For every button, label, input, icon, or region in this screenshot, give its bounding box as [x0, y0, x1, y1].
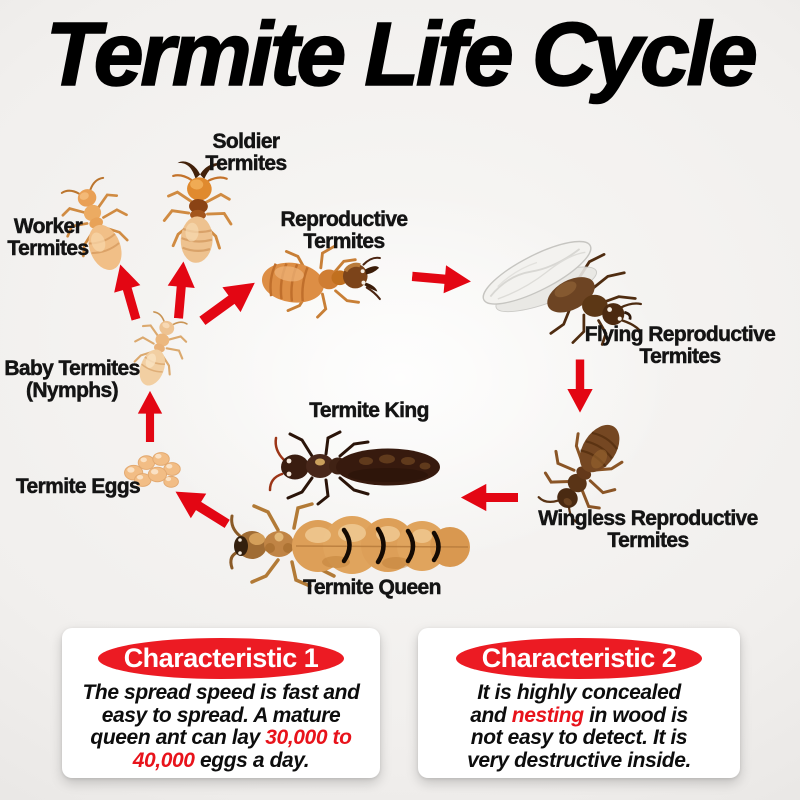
flying-reproductive-termites-label: Flying Reproductive Termites [584, 323, 777, 369]
worker-termites-label: Worker Termites [7, 215, 89, 261]
arrow-queen-to-eggs-icon [166, 477, 236, 538]
termite-queen-label: Termite Queen [303, 576, 442, 599]
flying-reproductive-termite-illustration [467, 225, 653, 349]
termite-eggs-illustration [119, 447, 183, 491]
termite-king-label: Termite King [309, 399, 430, 422]
arrow-nymphs-to-worker-icon [105, 259, 151, 323]
arrow-flying-to-wingless-icon [566, 359, 595, 414]
reproductive-termites-label: Reproductive Termites [280, 208, 408, 254]
arrow-wingless-to-royal-pair-icon [460, 482, 518, 513]
baby-termite-illustration [118, 305, 198, 399]
soldier-termites-label: Soldier Termites [205, 130, 287, 176]
termite-eggs-label: Termite Eggs [15, 475, 141, 498]
wingless-reproductive-termites-label: Wingless Reproductive Termites [538, 507, 759, 553]
arrow-eggs-to-nymphs-icon [136, 390, 164, 442]
soldier-termite-illustration [156, 155, 240, 275]
characteristic-1-card: Characteristic 1 The spread speed is fas… [62, 628, 380, 778]
reproductive-termite-illustration [258, 240, 382, 322]
termite-king-illustration [266, 430, 446, 506]
characteristic-1-badge: Characteristic 1 [98, 638, 344, 679]
termite-queen-illustration [226, 500, 474, 590]
characteristic-2-badge: Characteristic 2 [456, 638, 702, 679]
arrow-nymphs-to-reproductive-icon [192, 268, 266, 335]
wingless-reproductive-termite-illustration [525, 400, 650, 535]
baby-termites-label: Baby Termites (Nymphs) [4, 357, 140, 403]
arrow-reproductive-to-flying-icon [411, 260, 474, 297]
page-title: Termite Life Cycle [45, 4, 759, 106]
worker-termite-illustration [48, 169, 148, 287]
arrow-nymphs-to-soldier-icon [163, 259, 199, 319]
